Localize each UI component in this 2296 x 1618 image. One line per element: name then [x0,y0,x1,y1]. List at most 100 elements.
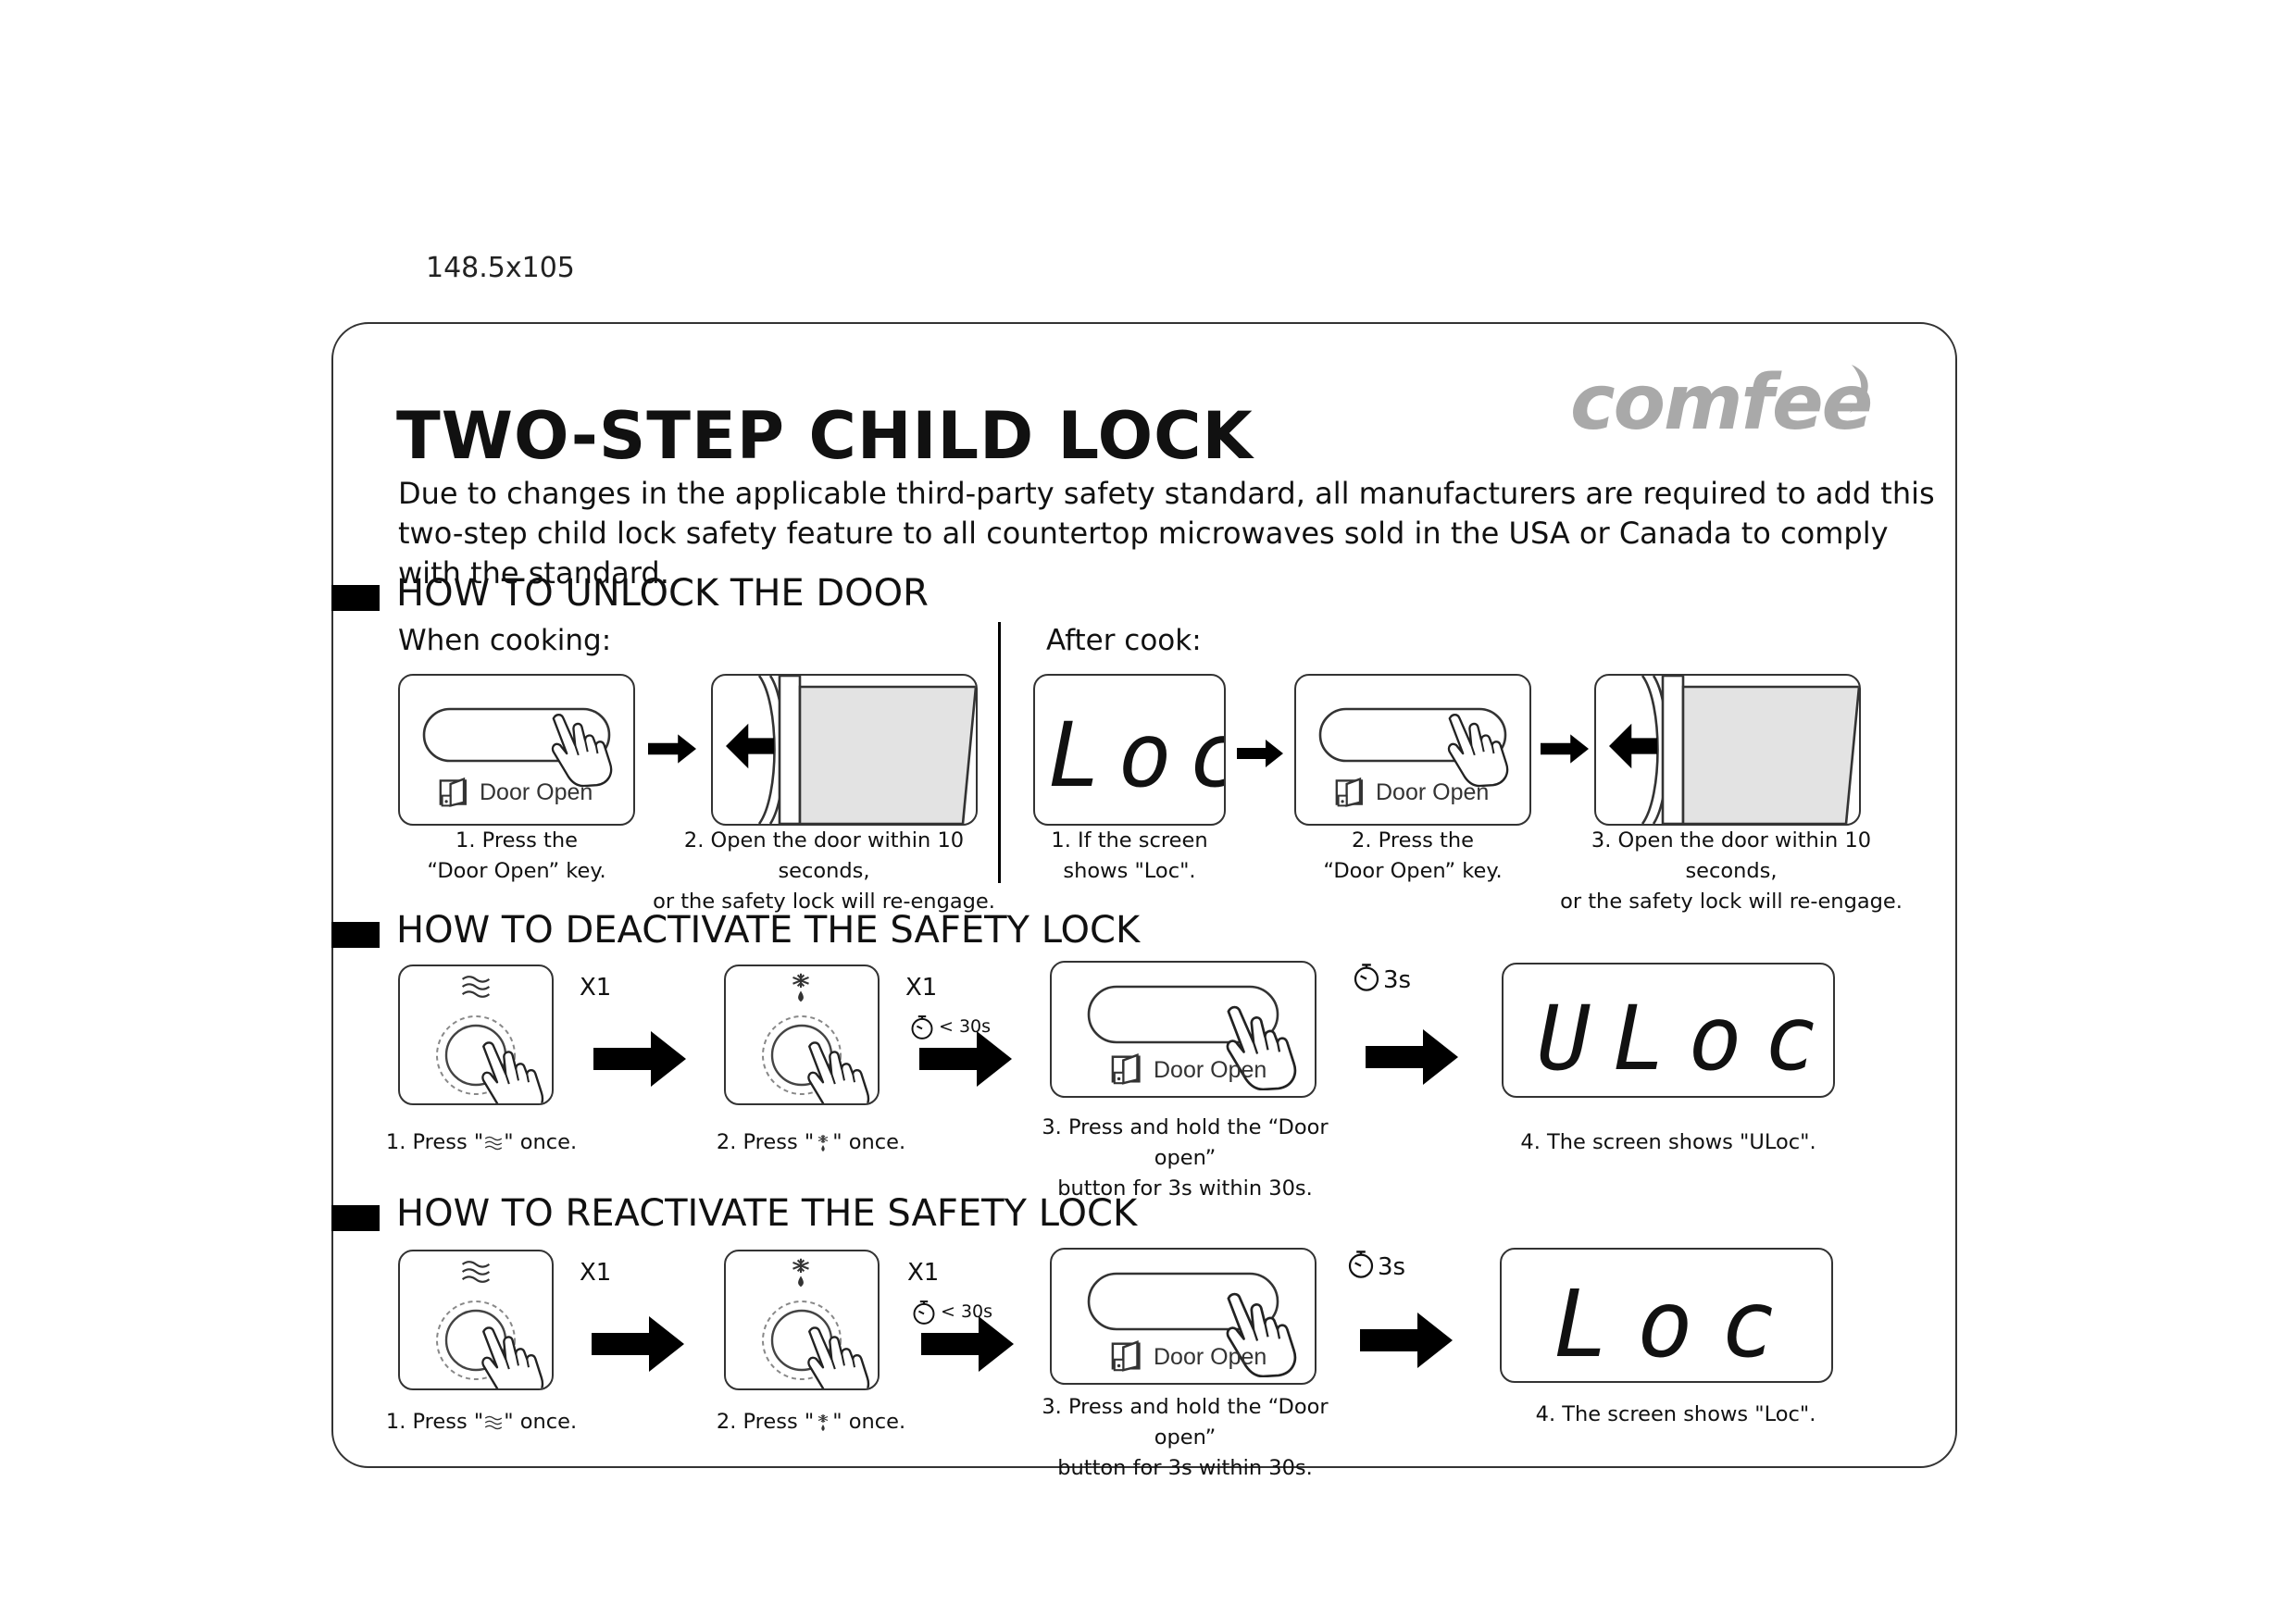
caption-line: button for 3s within 30s. [1057,1456,1313,1480]
power-key-panel [398,1250,554,1390]
right-arrow-icon [1366,1029,1458,1085]
intro-paragraph: Due to changes in the applicable third-p… [398,476,1935,591]
caption-line: “Door Open” key. [427,859,606,883]
caption-line: 3. Open the door within 10 seconds, [1591,828,1872,883]
caption-line: 2. Open the door within 10 seconds, [683,828,965,883]
lcd-text: ULoc [1537,987,1835,1090]
unlock-step-caption: 1. If the screen shows "Loc". [1000,826,1259,887]
deactivate-step-caption: 1. Press " " once. [380,1127,583,1158]
press-count: X1 [580,974,612,1002]
door-open-icon [439,778,467,807]
unlock-step-caption: 1. Press the “Door Open” key. [370,826,663,887]
left-arrow-icon [726,723,774,769]
microwave-wave-icon [461,976,491,998]
time-limit: < 30s [941,1301,993,1322]
door-open-key-label: Door Open [480,779,593,805]
caption-text: " once. [504,1130,578,1154]
caption-text: 2. Press " [716,1410,815,1434]
door-open-key-label: Door Open [1154,1057,1267,1083]
right-arrow-icon [1541,734,1589,764]
press-count: X1 [907,1259,940,1287]
defrost-key-panel [724,1250,880,1390]
right-arrow-icon [593,1031,686,1087]
reactivate-step-caption: 1. Press " " once. [380,1407,583,1438]
caption-line: shows "Loc". [1063,859,1196,883]
deactivate-step-caption: 2. Press " " once. [709,1127,913,1158]
power-key-panel [398,965,554,1105]
door-opening-panel [711,674,978,826]
caption-line: “Door Open” key. [1323,859,1503,883]
time-limit: < 30s [939,1016,992,1037]
pressing-hand-icon [551,713,613,787]
caption-line: 2. Press the [1352,828,1474,853]
lcd-screen-loc: Loc [1500,1248,1833,1383]
section-marker [331,1205,380,1231]
brand-logo: comfee [1570,359,1873,447]
lcd-screen-uloc: ULoc [1502,963,1835,1098]
section-divider [998,622,1001,883]
caption-line: button for 3s within 30s. [1057,1176,1313,1201]
defrost-snowflake-icon [817,1413,829,1432]
right-arrow-icon [1237,740,1283,767]
section-marker [331,585,380,611]
section-marker [331,922,380,948]
stopwatch-icon [1354,964,1379,991]
microwave-wave-icon [461,1261,491,1283]
door-open-key-panel: Door Open [1294,674,1531,826]
page-size-note: 148.5x105 [426,252,575,284]
right-arrow-icon [919,1031,1012,1087]
right-arrow-icon [921,1316,1014,1372]
reactivate-step-caption: 4. The screen shows "Loc". [1535,1402,1816,1426]
deactivate-step-caption: 4. The screen shows "ULoc". [1520,1130,1816,1154]
stopwatch-icon [1348,1251,1374,1278]
defrost-key-panel [724,965,880,1105]
pressing-hand-icon [807,1326,870,1388]
caption-line: or the safety lock will re-engage. [653,890,995,914]
right-arrow-icon [1360,1313,1453,1368]
caption-text: " once. [832,1130,906,1154]
deactivate-step-caption: 3. Press and hold the “Door open” button… [1018,1113,1352,1204]
pressing-hand-icon [1447,713,1509,787]
logo-swoosh-icon [1850,365,1868,413]
defrost-snowflake-icon [817,1133,829,1152]
when-cooking-label: When cooking: [398,624,612,657]
hold-duration: 3s [1383,966,1412,994]
door-opening-panel [1594,674,1861,826]
caption-text: " once. [832,1410,906,1434]
press-count: X1 [580,1259,612,1287]
reactivate-step-caption: 3. Press and hold the “Door open” button… [1018,1392,1352,1484]
lcd-screen-loc: Loc [1033,674,1226,826]
caption-line: 3. Press and hold the “Door open” [1042,1115,1329,1170]
pressing-hand-icon [481,1041,544,1103]
unlock-step-caption: 2. Open the door within 10 seconds, or t… [648,826,1000,917]
door-open-icon [1111,1340,1141,1372]
lcd-text: Loc [1554,1270,1804,1378]
defrost-snowflake-icon [792,1257,810,1288]
left-arrow-icon [1609,723,1657,769]
pressing-hand-icon [807,1041,870,1103]
door-open-key-label: Door Open [1154,1344,1267,1370]
unlock-heading: HOW TO UNLOCK THE DOOR [396,572,929,615]
lcd-text: Loc [1048,703,1224,807]
caption-text: " once. [504,1410,578,1434]
caption-text: 1. Press " [385,1130,484,1154]
door-open-key-panel: Door Open [1050,961,1316,1098]
page-title: TWO-STEP CHILD LOCK [396,398,1254,474]
door-open-key-label: Door Open [1376,779,1489,805]
unlock-step-caption: 3. Open the door within 10 seconds, or t… [1555,826,1907,917]
door-open-key-panel: Door Open [1050,1248,1316,1385]
caption-line: 3. Press and hold the “Door open” [1042,1395,1329,1450]
instruction-card [331,322,1957,1468]
caption-text: 1. Press " [385,1410,484,1434]
pressing-hand-icon [481,1326,544,1388]
caption-line: 1. Press the [455,828,578,853]
reactivate-step-caption: 2. Press " " once. [709,1407,913,1438]
press-count: X1 [905,974,938,1002]
microwave-wave-icon [484,1415,503,1429]
caption-text: 2. Press " [716,1130,815,1154]
deactivate-heading: HOW TO DEACTIVATE THE SAFETY LOCK [396,909,1141,952]
door-open-key-panel: Door Open [398,674,635,826]
caption-line: or the safety lock will re-engage. [1560,890,1903,914]
right-arrow-icon [648,734,696,764]
right-arrow-icon [592,1316,684,1372]
